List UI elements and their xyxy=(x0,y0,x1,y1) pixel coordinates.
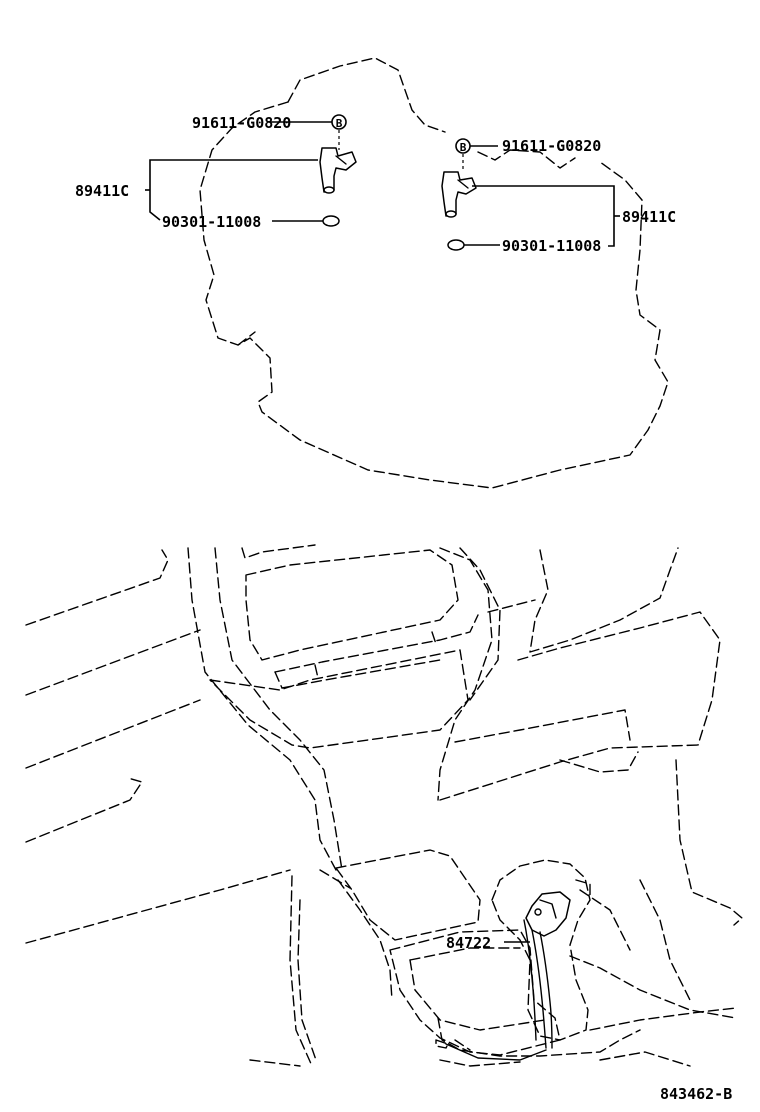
o-ring-left-icon xyxy=(322,215,340,227)
bolt-marker-right-letter: B xyxy=(460,141,467,154)
label-bolt-right: 91611-G0820 xyxy=(502,137,601,155)
label-sensor-right: 89411C xyxy=(622,208,676,226)
label-oring-right: 90301-11008 xyxy=(502,237,601,255)
center-console-outline xyxy=(25,544,743,1067)
label-bolt-left: 91611-G0820 xyxy=(192,114,291,132)
label-sensor-left: 89411C xyxy=(75,182,129,200)
bolt-marker-left-letter: B xyxy=(336,117,343,130)
transmission-housing-outline xyxy=(199,57,669,489)
label-shift-part: 84722 xyxy=(446,934,491,952)
shift-lock-solenoid-icon xyxy=(525,891,571,937)
figure-code: 843462-B xyxy=(660,1085,732,1103)
crank-sensor-left-icon xyxy=(319,147,357,193)
o-ring-right-icon xyxy=(447,239,465,251)
shift-lever-assembly xyxy=(445,859,591,1061)
crank-sensor-right-icon xyxy=(441,171,477,217)
shift-knob-outline xyxy=(491,859,591,1041)
sensor-assembly-left: B xyxy=(145,114,357,227)
label-oring-left: 90301-11008 xyxy=(162,213,261,231)
solenoid-wire-harness xyxy=(531,929,547,1049)
sensor-assembly-right: B xyxy=(441,138,620,251)
